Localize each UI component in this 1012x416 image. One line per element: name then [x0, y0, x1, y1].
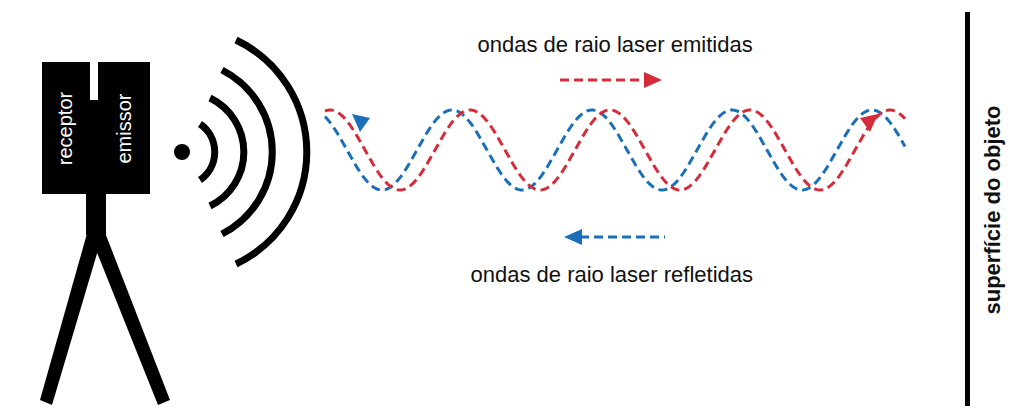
- object-surface: [965, 12, 970, 406]
- emitted-direction-arrow: [560, 72, 662, 88]
- reflected-waves-label: ondas de raio laser refletidas: [471, 262, 754, 288]
- block-label: receptor: [55, 91, 78, 164]
- reflected-wave: [325, 110, 905, 190]
- signal-arcs: [174, 40, 307, 264]
- emitted-waves-label: ondas de raio laser emitidas: [478, 32, 753, 58]
- emitter-block: emissor: [98, 62, 150, 194]
- emitted-wave: [325, 110, 905, 190]
- emitted-arrowhead: [860, 114, 878, 132]
- block-label: emissor: [113, 93, 136, 163]
- receiver-block: receptor: [42, 62, 90, 194]
- reflected-arrowhead: [352, 114, 370, 132]
- surface-label: superfície do objeto: [979, 105, 1005, 314]
- reflected-direction-arrow: [564, 229, 665, 245]
